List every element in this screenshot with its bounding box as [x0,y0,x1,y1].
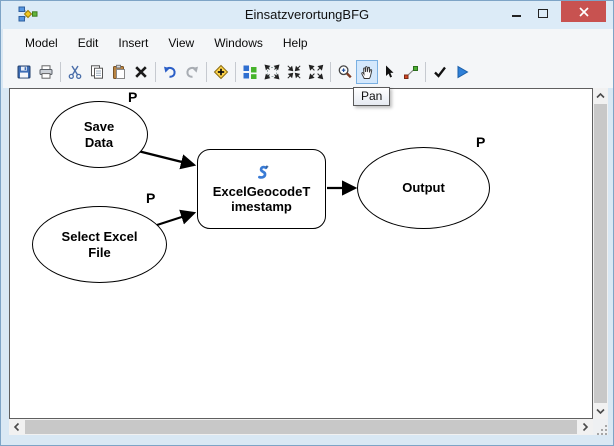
full-extent-icon [264,64,280,80]
node-label: Save Data [83,119,115,150]
delete-button[interactable] [130,60,152,84]
copy-icon [91,65,103,79]
toolbar-separator [206,62,207,82]
node-label: Select Excel File [61,229,138,260]
cut-icon [68,65,82,80]
menu-item-help[interactable]: Help [282,35,308,50]
print-icon [39,65,53,79]
select-cursor-icon [386,65,394,78]
menu-item-windows[interactable]: Windows [214,35,263,50]
maximize-icon [538,8,548,18]
menu-item-edit[interactable]: Edit [77,35,99,50]
redo-icon [186,66,198,78]
menu-item-insert[interactable]: Insert [118,35,149,50]
node-output[interactable]: Output [357,147,490,229]
modelbuilder-app-icon [18,6,38,22]
zoom-in-icon [338,65,352,79]
chevron-right-icon [582,422,589,432]
minimize-button[interactable] [507,4,525,22]
save-icon [17,65,31,79]
connection-select-excel-to-tool[interactable] [156,209,197,227]
redo-button[interactable] [181,60,203,84]
toolbar-separator [425,62,426,82]
toolbar-separator [330,62,331,82]
select-button[interactable] [378,60,400,84]
fixed-zoom-out-icon [308,64,324,80]
run-play-icon [457,65,469,79]
vertical-scrollbar[interactable] [593,88,608,419]
titlebar[interactable]: EinsatzverortungBFG [1,1,613,29]
print-button[interactable] [35,60,57,84]
connect-button[interactable] [400,60,422,84]
paste-icon [113,64,125,79]
paste-button[interactable] [108,60,130,84]
chevron-down-icon [596,408,605,415]
parameter-badge-output: P [476,134,486,150]
scroll-left-button[interactable] [9,419,25,435]
tooltip-text: Pan [361,89,383,103]
toolbar-separator [60,62,61,82]
node-save-data[interactable]: Save Data [50,101,148,168]
minimize-icon [511,15,521,17]
toolbar [3,56,613,88]
pan-button[interactable] [356,60,378,84]
parameter-badge-save-data: P [128,89,138,105]
fixed-zoom-in-icon [287,65,301,79]
undo-button[interactable] [159,60,181,84]
horizontal-scrollbar[interactable] [9,419,593,435]
add-data-button[interactable] [210,60,232,84]
validate-check-icon [434,66,446,78]
scroll-down-button[interactable] [593,403,608,419]
run-button[interactable] [451,60,473,84]
chevron-up-icon [596,92,605,99]
menu-item-model[interactable]: Model [25,35,58,50]
menu-item-view[interactable]: View [168,35,195,50]
validate-button[interactable] [429,60,451,84]
copy-button[interactable] [86,60,108,84]
connect-icon [404,66,418,79]
pan-tooltip: Pan [353,87,391,106]
menu-bar: Model Edit Insert View Windows Help [3,29,613,56]
scroll-right-button[interactable] [577,419,593,435]
undo-icon [164,66,176,78]
auto-layout-button[interactable] [239,60,261,84]
window-title: EinsatzverortungBFG [244,7,370,22]
resize-grip[interactable] [593,419,608,435]
node-label: Output [402,180,445,196]
cut-button[interactable] [64,60,86,84]
zoom-in-button[interactable] [334,60,356,84]
node-excel-geocode-timestamp[interactable]: ExcelGeocodeT imestamp [197,149,326,229]
tool-label-line1: ExcelGeocodeT [212,183,311,199]
node-select-excel-file[interactable]: Select Excel File [32,206,167,283]
tool-label-line2: imestamp [231,199,292,214]
toolbar-separator [155,62,156,82]
fixed-zoom-out-button[interactable] [305,60,327,84]
auto-layout-icon [243,65,257,79]
maximize-button[interactable] [534,4,552,22]
close-button[interactable] [561,1,606,22]
resize-grip-icon [597,425,607,435]
parameter-badge-select-excel-file: P [146,190,156,206]
pan-hand-icon [361,66,373,79]
close-icon [578,6,589,17]
vertical-scroll-thumb[interactable] [594,104,607,403]
horizontal-scroll-thumb[interactable] [25,420,577,434]
add-data-icon [213,64,229,80]
delete-icon [135,66,147,78]
toolbar-separator [235,62,236,82]
scroll-up-button[interactable] [593,88,608,104]
full-extent-button[interactable] [261,60,283,84]
fixed-zoom-in-button[interactable] [283,60,305,84]
model-canvas[interactable]: Save Data P Select Excel File P ExcelGeo… [9,88,593,419]
chevron-left-icon [13,422,20,432]
script-tool-icon [253,164,271,182]
save-button[interactable] [13,60,35,84]
